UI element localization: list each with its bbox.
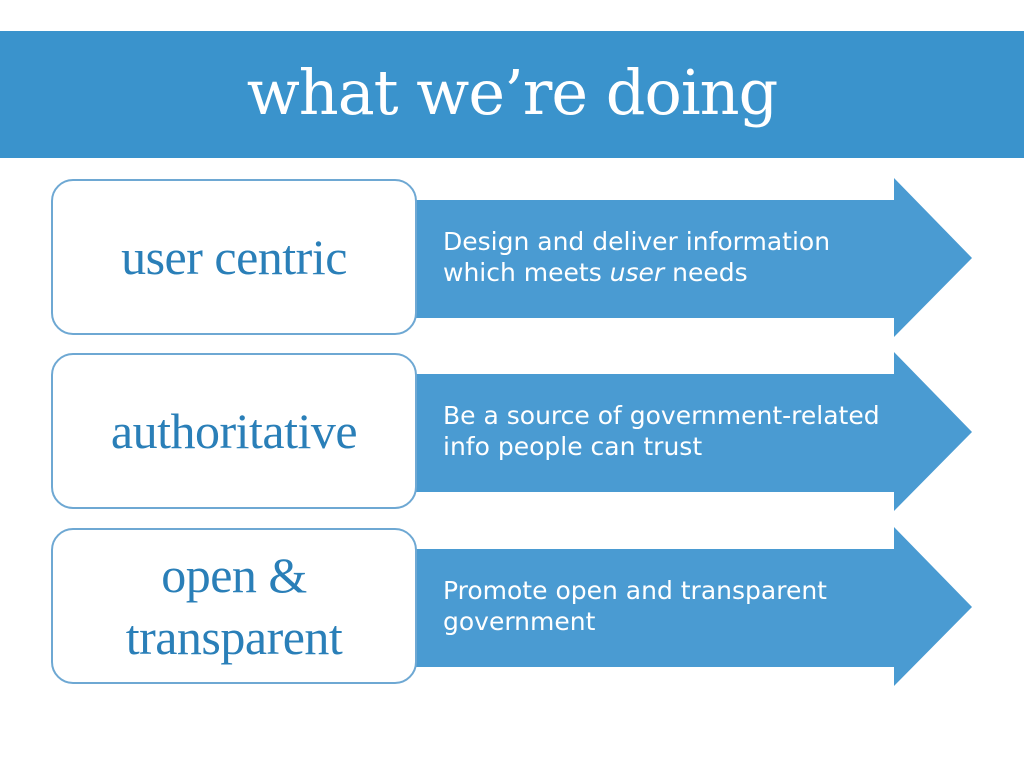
row-user-centric: user centric Design and deliver informat… (0, 178, 1024, 338)
desc-emphasis: user (609, 258, 665, 287)
row-open-transparent: open & transparent Promote open and tran… (0, 527, 1024, 687)
row-authoritative: authoritative Be a source of government-… (0, 352, 1024, 512)
desc-text: Design and deliver information which mee… (443, 227, 831, 287)
arrow-shape (0, 527, 1024, 687)
slide-title: what we’re doing (246, 55, 779, 129)
arrow-shape (0, 352, 1024, 512)
row-label-line: transparent (125, 609, 343, 665)
title-bar: what we’re doing (0, 31, 1024, 158)
label-box: user centric (51, 179, 417, 335)
row-label: open & transparent (126, 544, 343, 668)
row-label: authoritative (110, 403, 358, 459)
row-description: Promote open and transparent government (443, 576, 827, 636)
row-label: user centric (121, 229, 347, 285)
row-description: Design and deliver information which mee… (443, 226, 903, 288)
label-box: authoritative (51, 353, 417, 509)
label-box: open & transparent (51, 528, 417, 684)
row-description: Be a source of government-related info p… (443, 401, 880, 461)
row-label-line: open & (161, 547, 307, 603)
arrow-shape (0, 178, 1024, 338)
desc-text: needs (664, 258, 748, 287)
